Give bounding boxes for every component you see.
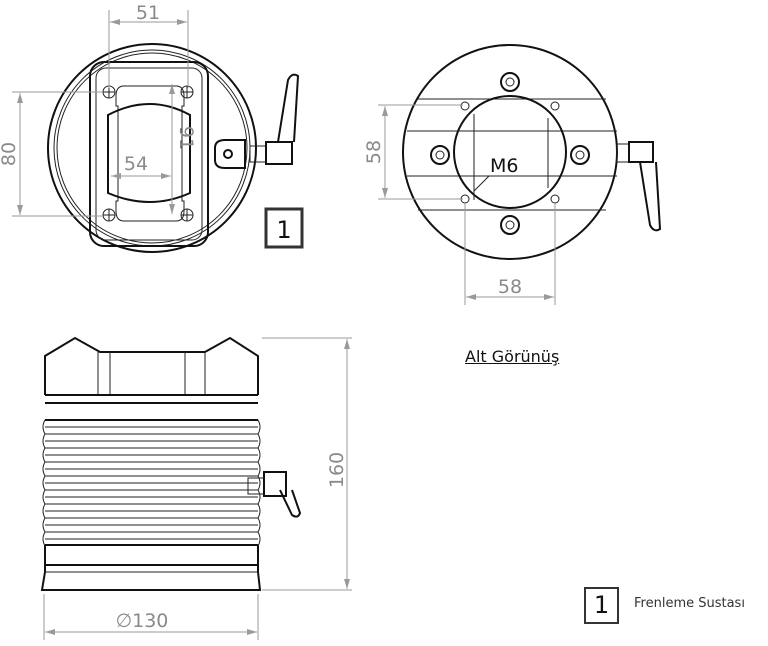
legend-number: 1: [584, 587, 619, 624]
m6-holes: [460, 101, 560, 204]
side-view: 160 ∅130: [40, 336, 352, 640]
brake-lever: [247, 471, 302, 518]
brake-lever: [616, 141, 662, 232]
bolt-holes: [430, 72, 590, 235]
dim-54: 54: [124, 153, 148, 175]
brake-lever: [249, 73, 300, 165]
bellows: [42, 419, 261, 548]
thread-label: M6: [490, 155, 518, 177]
dim-diameter-130: ∅130: [116, 610, 169, 632]
top-view-left: 51 80 91 54 1: [0, 2, 304, 253]
dim-58-vertical: 58: [363, 140, 385, 164]
bottom-view: M6 58 58: [363, 44, 662, 305]
brake-lug: [214, 139, 246, 169]
dim-91: 91: [175, 126, 197, 150]
dim-80: 80: [0, 142, 20, 166]
legend-text: Frenleme Sustası: [634, 596, 745, 611]
callout-box: [264, 207, 304, 249]
callout-number: 1: [276, 216, 291, 244]
dim-160: 160: [326, 452, 348, 488]
dim-51: 51: [136, 2, 160, 24]
dim-58-horizontal: 58: [498, 276, 522, 298]
caption-bottom-view: Alt Görünüş: [465, 347, 560, 366]
